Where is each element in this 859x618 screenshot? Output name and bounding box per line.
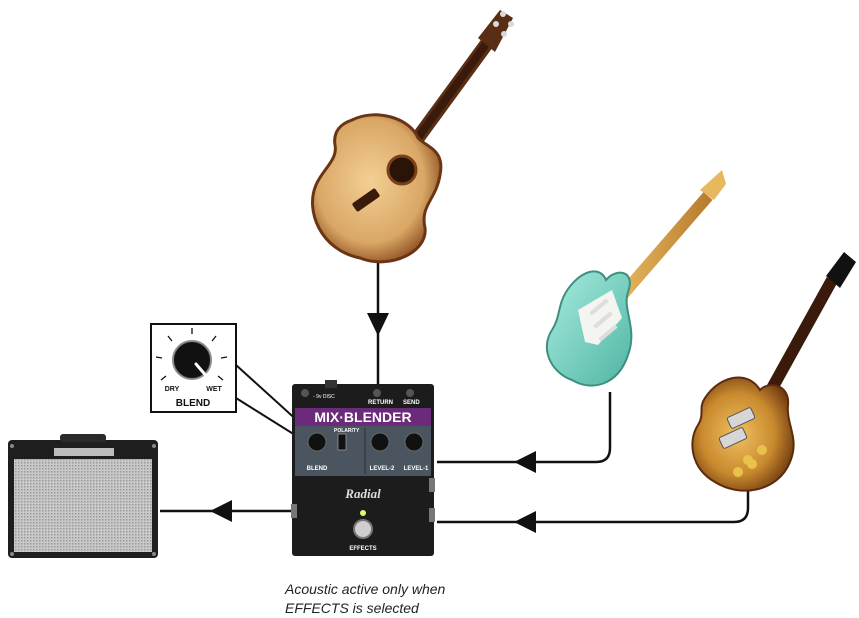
electric-guitar-icon — [545, 170, 726, 387]
input-1-jack[interactable] — [429, 508, 435, 522]
effects-led — [360, 510, 366, 516]
polarity-switch[interactable] — [337, 433, 347, 451]
caption-line-1: Acoustic active only when — [285, 581, 446, 597]
arrow-head-icon — [514, 511, 536, 533]
strat-cable — [437, 392, 612, 464]
caption-line-2: EFFECTS is selected — [285, 600, 419, 616]
level-2-label: LEVEL-2 — [370, 466, 395, 472]
effects-footswitch[interactable] — [353, 519, 373, 539]
model-name: MIX·BLENDER — [314, 409, 411, 425]
polarity-label: POLARITY — [334, 428, 360, 434]
output-jack[interactable] — [291, 504, 297, 518]
input-2-jack[interactable] — [429, 478, 435, 492]
dry-label: DRY — [165, 386, 180, 393]
model-banner — [295, 408, 431, 426]
blend-callout-label: BLEND — [176, 398, 210, 409]
power-jack-label: ◦ 9v DISC — [313, 394, 335, 400]
signal-lines — [160, 255, 750, 524]
caption: Acoustic active only when EFFECTS is sel… — [285, 580, 545, 618]
blend-knob[interactable] — [307, 432, 327, 452]
arrow-head-icon — [367, 313, 389, 336]
amplifier-icon — [8, 434, 158, 558]
level-1-label: LEVEL-1 — [404, 466, 429, 472]
lespaul-cable — [437, 480, 750, 524]
arrow-head-icon — [210, 500, 232, 522]
return-label: RETURN — [368, 400, 393, 406]
send-label: SEND — [403, 400, 420, 406]
brand-logo: Radial — [344, 486, 381, 501]
wet-label: WET — [206, 386, 222, 393]
effects-label: EFFECTS — [349, 546, 376, 552]
send-jack[interactable] — [406, 389, 414, 397]
mix-blender-pedal: ◦ 9v DISC RETURN SEND MIX·BLENDER POLARI… — [291, 380, 435, 556]
level-2-knob[interactable] — [370, 432, 390, 452]
return-jack[interactable] — [373, 389, 381, 397]
acoustic-guitar-icon — [311, 10, 514, 264]
arrow-head-icon — [514, 451, 536, 473]
blend-callout: DRY WET BLEND — [150, 323, 237, 413]
power-jack[interactable] — [301, 389, 309, 397]
arrow-heads — [210, 313, 536, 533]
blend-label: BLEND — [307, 466, 328, 472]
les-paul-guitar-icon — [691, 252, 856, 492]
level-1-knob[interactable] — [404, 432, 424, 452]
